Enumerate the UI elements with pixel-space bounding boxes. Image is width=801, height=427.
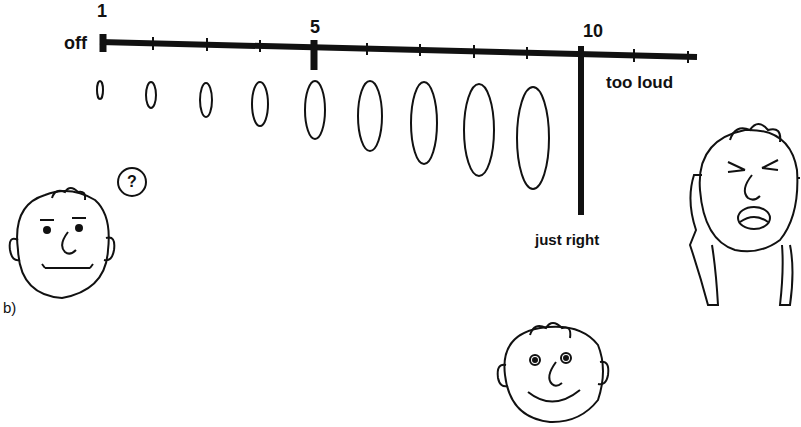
scale-ticks [153,37,688,63]
scale-number: 1 [97,2,107,20]
happy-face [498,323,609,422]
loudness-ellipses [97,81,549,189]
scale-number: 10 [583,22,603,40]
scale-number: 5 [310,18,320,36]
figure-label: b) [3,300,16,315]
loudness-label: too loud [606,74,673,91]
loudness-label: just right [535,232,599,247]
node-text: ? [127,174,137,190]
question-bubble: ? [117,167,147,197]
scale-bar [100,42,697,57]
scale-mark [100,34,107,52]
screaming-face [690,124,800,305]
scale-end-label: off [64,34,87,52]
scale-mark [311,40,318,70]
scale-mark [578,46,584,215]
confused-face [10,188,115,298]
